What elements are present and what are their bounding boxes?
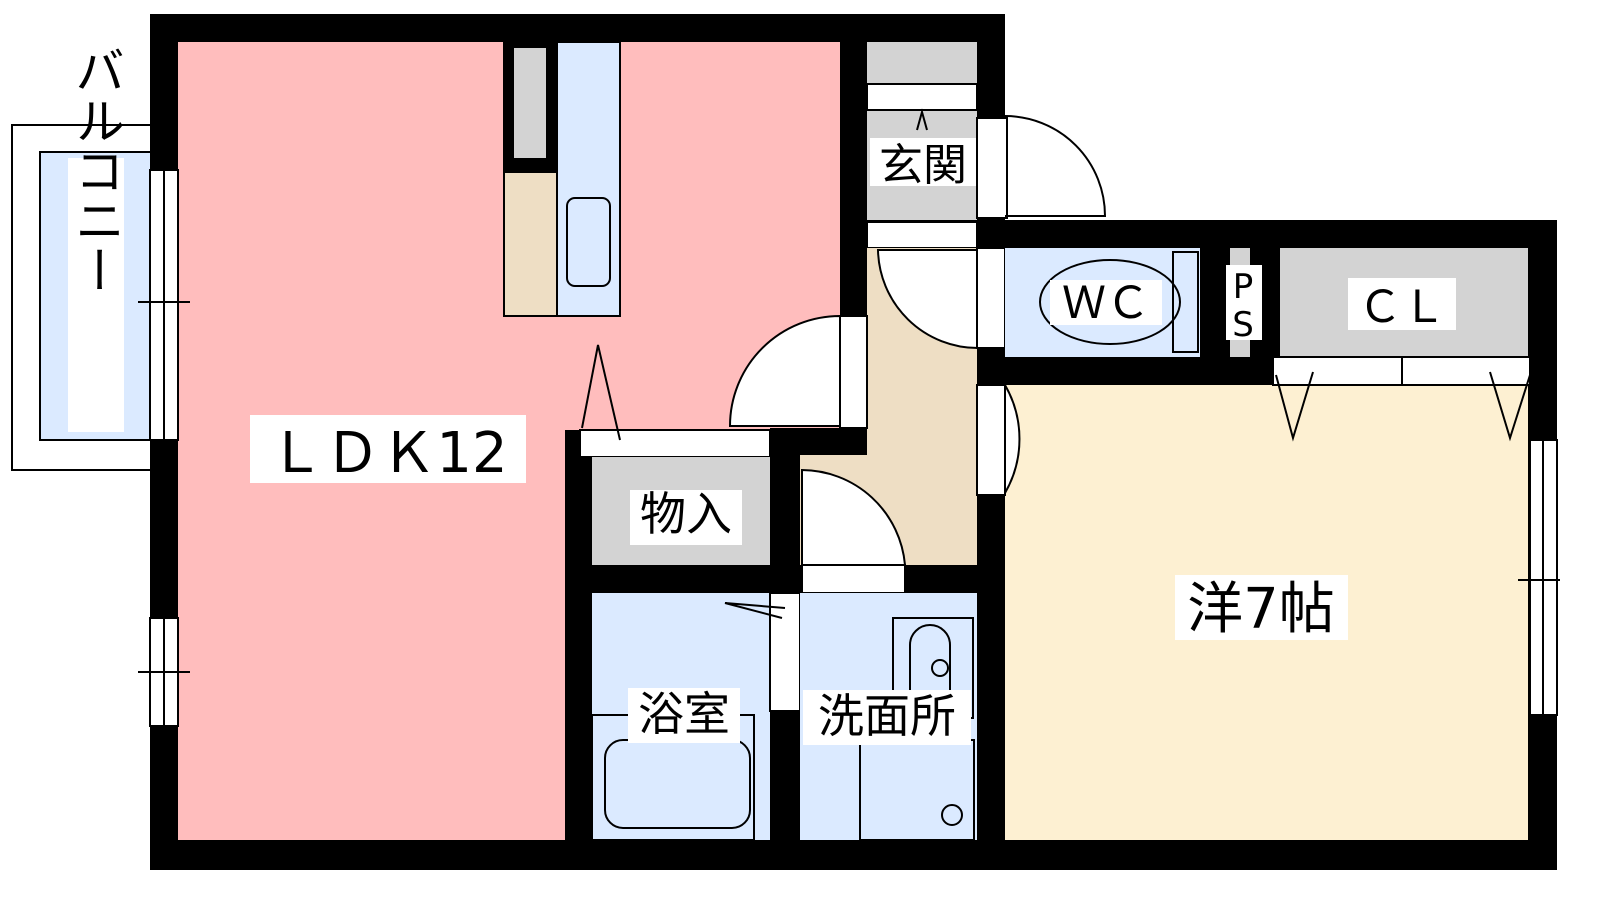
ldk-door[interactable] — [728, 314, 868, 429]
window-ldk-upper — [138, 169, 190, 441]
label-wc: ＷＣ — [1062, 278, 1150, 329]
label-washroom: 洗面所 — [818, 689, 956, 743]
label-storage: 物入 — [640, 487, 732, 541]
wc-door[interactable] — [876, 247, 1006, 350]
label-closet: ＣＬ — [1358, 282, 1446, 333]
label-western-room: 洋7帖 — [1187, 577, 1335, 642]
washroom-door[interactable] — [801, 468, 907, 594]
label-balcony: バルコニー — [67, 45, 125, 295]
label-ldk: ＬＤＫ12 — [268, 421, 507, 486]
room-entrance — [866, 42, 978, 249]
window-ldk-lower — [138, 617, 190, 727]
label-bath: 浴室 — [638, 687, 730, 741]
label-ps-p: P — [1233, 267, 1254, 307]
western-door[interactable] — [976, 381, 1021, 497]
closet-doors[interactable] — [1272, 356, 1531, 442]
label-ps-s: S — [1232, 305, 1254, 345]
kitchen-counter — [503, 41, 621, 317]
label-entrance: 玄関 — [879, 140, 967, 191]
front-door[interactable] — [976, 115, 1107, 219]
window-western — [1518, 439, 1560, 716]
